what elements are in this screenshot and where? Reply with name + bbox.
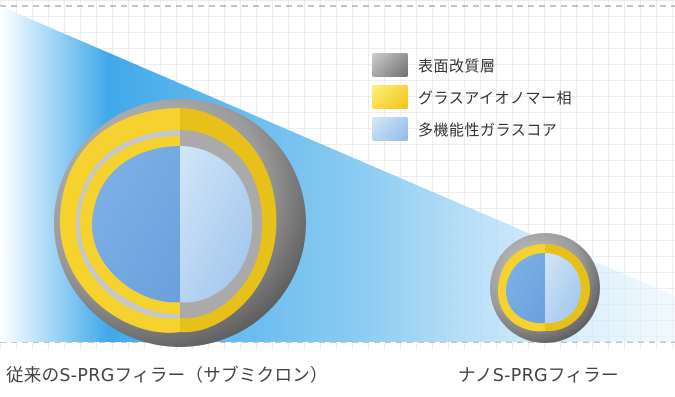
caption-nano-filler: ナノS-PRGフィラー (458, 366, 619, 386)
ionomer-phase-swatch (372, 85, 408, 109)
legend-item-glass-core: 多機能性ガラスコア (372, 116, 557, 142)
glass-core-swatch (372, 117, 408, 141)
caption-submicron-filler: 従来のS-PRGフィラー（サブミクロン） (6, 366, 328, 386)
surface-layer-swatch (372, 53, 408, 77)
submicron-filler-particle (54, 99, 306, 347)
legend-label: 表面改質層 (418, 56, 496, 75)
legend-label: グラスアイオノマー相 (418, 88, 572, 107)
legend-item-ionomer-phase: グラスアイオノマー相 (372, 84, 572, 110)
nano-filler-particle (490, 233, 600, 343)
legend-item-surface-layer: 表面改質層 (372, 52, 496, 78)
legend-label: 多機能性ガラスコア (418, 120, 558, 139)
